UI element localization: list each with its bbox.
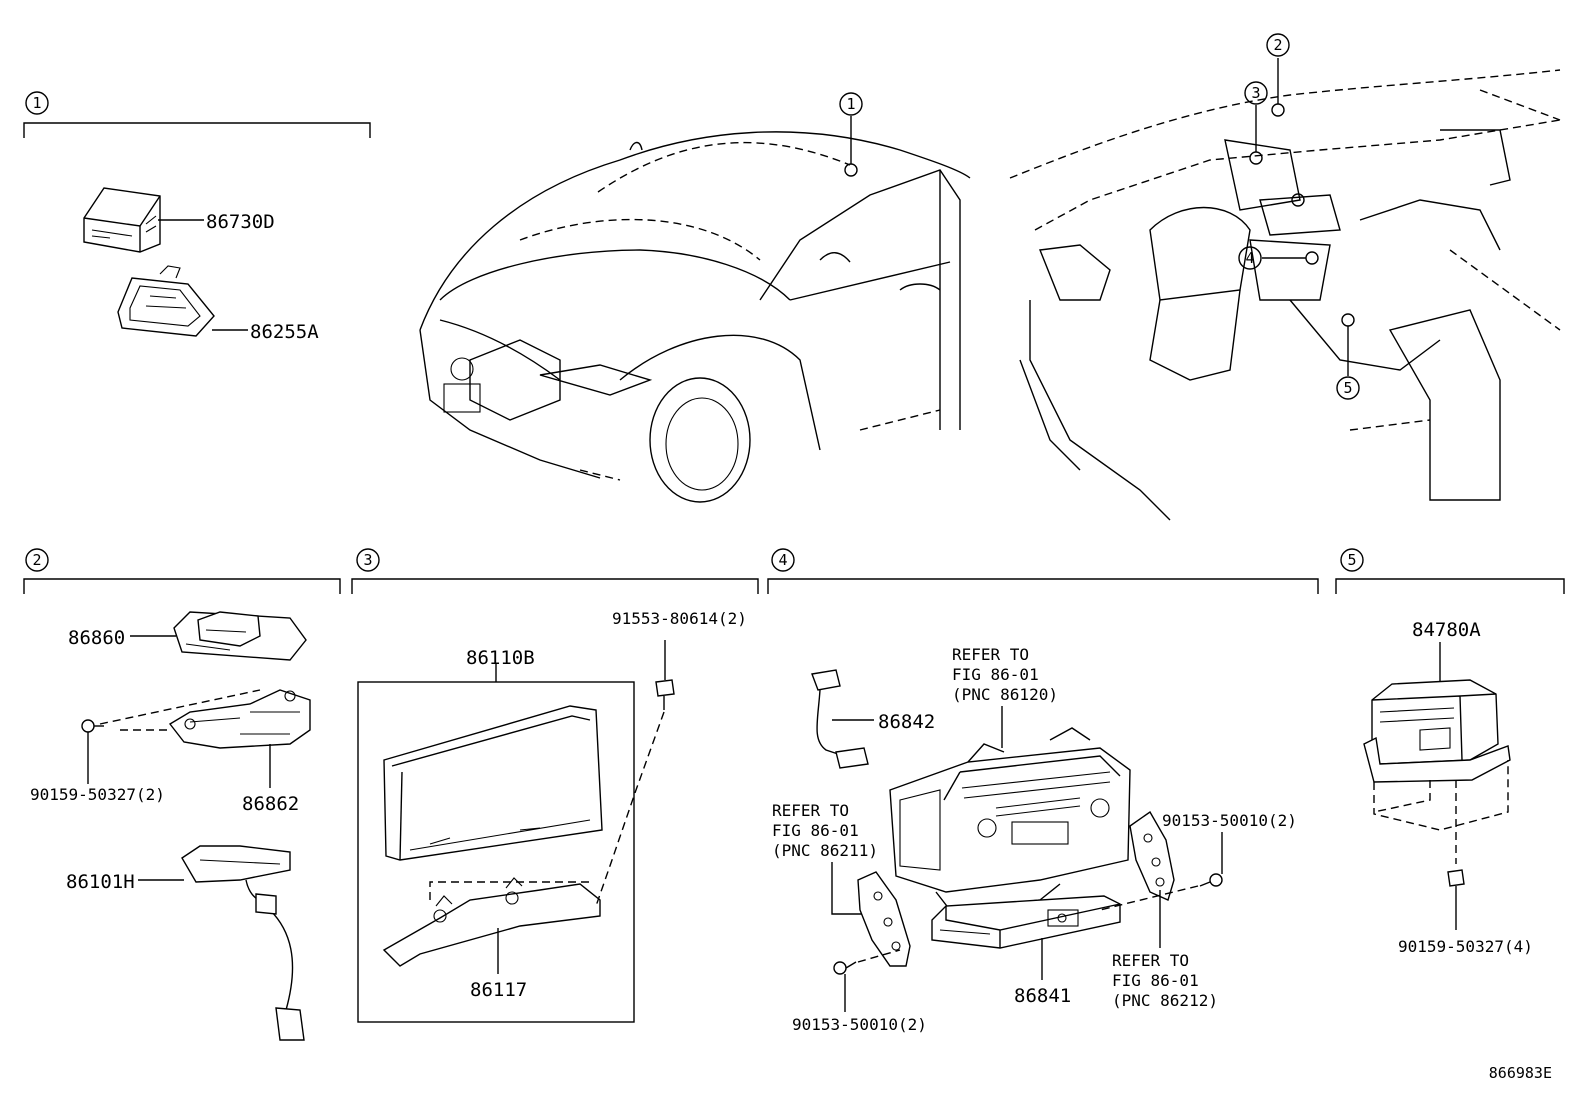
part-84780a-label: 84780A	[1412, 619, 1481, 641]
part-86101h-label: 86101H	[66, 871, 135, 893]
callout-circle-2-interior	[1266, 33, 1290, 57]
part-86842-drawing	[811, 669, 869, 769]
part-86730d-drawing	[83, 187, 161, 253]
location-marker-1	[844, 163, 858, 177]
part-86255a-label: 86255A	[250, 321, 319, 343]
callout-label-1: 1	[32, 94, 41, 112]
screw-90153-top	[1199, 873, 1223, 887]
head-unit-drawing	[889, 727, 1131, 911]
part-90159-4-label: 90159-50327(4)	[1398, 937, 1533, 956]
dashed-84780a-frame	[1373, 760, 1509, 831]
left-bracket-drawing	[857, 871, 911, 967]
part-86101h-drawing	[181, 845, 305, 1041]
callout-circle-5	[1340, 548, 1364, 572]
refer-86211-line2: FIG 86-01	[772, 821, 859, 840]
refer-86211-line1: REFER TO	[772, 801, 849, 820]
part-91553-label: 91553-80614(2)	[612, 609, 747, 628]
location-marker-4	[1305, 251, 1319, 265]
refer-86211-line3: (PNC 86211)	[772, 841, 878, 860]
section-1-bracket	[23, 122, 371, 138]
refer-86212-line1: REFER TO	[1112, 951, 1189, 970]
callout-circle-1-vehicle	[839, 92, 863, 116]
part-display-drawing	[383, 705, 603, 861]
part-86860-drawing	[173, 611, 307, 661]
screw-90153-bottom	[833, 961, 857, 975]
dashed-91553	[595, 711, 665, 907]
part-86841-drawing	[931, 895, 1121, 949]
callout-circle-3-interior	[1244, 81, 1268, 105]
part-86862-label: 86862	[242, 793, 299, 815]
callout-circle-4	[771, 548, 795, 572]
callout-label-2: 2	[32, 551, 41, 569]
part-90159-2-label: 90159-50327(2)	[30, 785, 165, 804]
part-84780a-drawing	[1363, 679, 1511, 783]
callout-circle-1	[25, 91, 49, 115]
location-marker-2	[1271, 103, 1285, 117]
interior-drawing: 2 3 4 5	[1009, 33, 1561, 521]
refer-86212-line2: FIG 86-01	[1112, 971, 1199, 990]
section-2: 2 86860 90159-50327(2) 86862	[23, 548, 341, 1041]
part-86110b-label: 86110B	[466, 647, 535, 669]
part-90153-bottom-label: 90153-50010(2)	[792, 1015, 927, 1034]
refer-86212-line3: (PNC 86212)	[1112, 991, 1218, 1010]
callout-label-5: 5	[1347, 551, 1356, 569]
part-86842-label: 86842	[878, 711, 935, 733]
callout-circle-4-interior	[1238, 246, 1262, 270]
callout-label-5-interior: 5	[1343, 379, 1352, 397]
part-86117-drawing	[382, 877, 601, 967]
section-3-bracket	[351, 578, 759, 594]
callout-circle-3	[356, 548, 380, 572]
section-5-bracket	[1335, 578, 1565, 594]
dashed-86117	[429, 881, 590, 900]
refer-86120-line1: REFER TO	[952, 645, 1029, 664]
section-4-bracket	[767, 578, 1319, 594]
callout-label-4: 4	[778, 551, 787, 569]
callout-label-3-interior: 3	[1251, 84, 1260, 102]
figure-id: 866983E	[1489, 1064, 1552, 1082]
refer-86120-line2: FIG 86-01	[952, 665, 1039, 684]
location-marker-5	[1341, 313, 1355, 327]
part-86841-label: 86841	[1014, 985, 1071, 1007]
leader-86211	[831, 862, 868, 915]
screw-90159-4	[1447, 869, 1465, 900]
dashed-84780a-mid	[1373, 780, 1431, 813]
dashed-90153-top	[1099, 885, 1199, 911]
part-86860-label: 86860	[68, 627, 125, 649]
right-bracket-drawing	[1129, 810, 1175, 901]
vehicle-exterior-drawing: 1	[419, 92, 971, 503]
dashed-90153-bottom	[857, 949, 901, 963]
callout-circle-5-interior	[1336, 376, 1360, 400]
callout-label-1-vehicle: 1	[846, 95, 855, 113]
location-marker-3	[1249, 151, 1263, 165]
callout-label-3: 3	[363, 551, 372, 569]
part-86255a-drawing	[117, 265, 215, 337]
screw-91553	[655, 679, 675, 710]
callout-circle-2	[25, 548, 49, 572]
callout-label-2-interior: 2	[1273, 36, 1282, 54]
section-3: 3 86110B 86117 91553-80614(2)	[351, 548, 759, 1023]
refer-86120-line3: (PNC 86120)	[952, 685, 1058, 704]
callout-label-4-interior: 4	[1245, 249, 1254, 267]
dashed-86862	[99, 689, 261, 731]
section-2-bracket	[23, 578, 341, 594]
part-86117-label: 86117	[470, 979, 527, 1001]
section-5: 5 84780A 90159-50327(4)	[1335, 548, 1565, 956]
part-90153-top-label: 90153-50010(2)	[1162, 811, 1297, 830]
part-86730d-label: 86730D	[206, 211, 275, 233]
section-1: 1 86730D 86255A	[23, 91, 371, 343]
section-4: 4 86842 REFER TO FIG 86-01 (PNC 86120)	[767, 548, 1319, 1034]
screw-90159-2	[81, 719, 104, 733]
part-86862-drawing	[168, 689, 311, 749]
